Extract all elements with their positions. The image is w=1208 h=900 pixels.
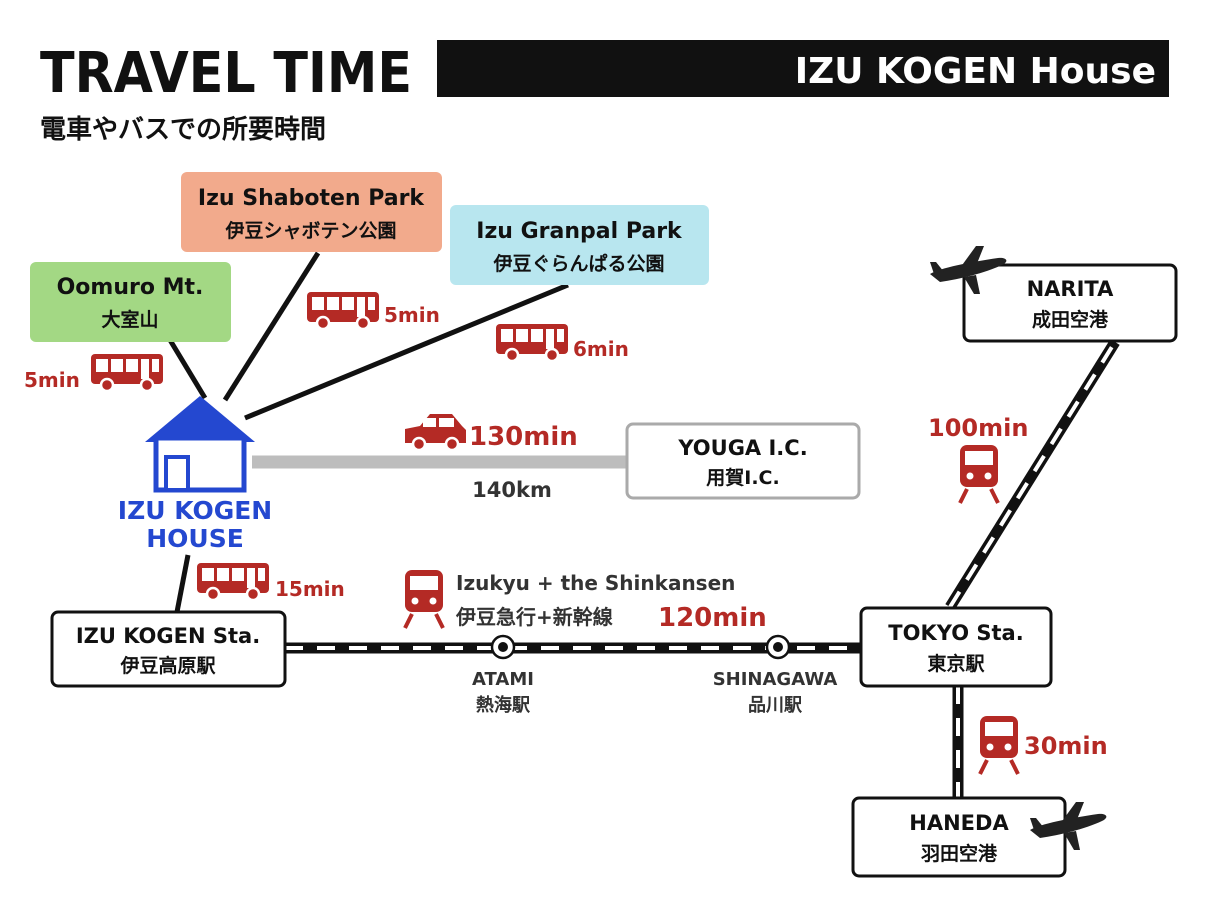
bus-icon: [195, 561, 271, 602]
header-banner: [437, 40, 1169, 97]
house-label-line1: IZU KOGEN: [118, 496, 272, 525]
train-icon: [403, 568, 445, 630]
tokyo-station-en: TOKYO Sta.: [888, 621, 1023, 645]
page-subtitle: 電車やバスでの所要時間: [40, 115, 326, 145]
oomuro-bus-time: 5min: [24, 368, 80, 392]
train-icon: [958, 443, 1000, 505]
izu-kogen-station-en: IZU KOGEN Sta.: [76, 624, 260, 648]
train-route-jp: 伊豆急行+新幹線: [455, 605, 613, 629]
stop-atami-jp: 熱海駅: [476, 694, 531, 716]
haneda-train-time: 30min: [1024, 732, 1108, 760]
granpal-box: [450, 205, 709, 285]
oomuro-box: [30, 262, 231, 342]
car-icon: [405, 414, 466, 452]
granpal-name-en: Izu Granpal Park: [476, 219, 683, 244]
oomuro-name-jp: 大室山: [101, 308, 158, 331]
tokyo-station-box: [859, 606, 1053, 688]
railway-narita: [945, 339, 1120, 610]
shaboten-box: [181, 172, 442, 252]
izu-kogen-station-jp: 伊豆高原駅: [119, 654, 216, 677]
road-distance: 140km: [472, 478, 552, 502]
narita-train-time: 100min: [928, 414, 1028, 442]
line-house-granpal: [244, 282, 569, 421]
stop-atami-marker: [490, 634, 516, 660]
bus-icon: [89, 352, 165, 393]
stop-shinagawa-en: SHINAGAWA: [713, 669, 838, 690]
haneda-name-jp: 羽田空港: [921, 842, 998, 865]
shaboten-name-en: Izu Shaboten Park: [198, 186, 426, 211]
narita-box: [962, 263, 1178, 343]
page-title: TRAVEL TIME: [40, 41, 412, 106]
car-time: 130min: [469, 422, 578, 452]
youga-box: [625, 422, 861, 500]
narita-name-en: NARITA: [1027, 277, 1115, 301]
line-house-shaboten: [222, 251, 321, 402]
stop-atami-en: ATAMI: [472, 669, 534, 690]
youga-name-jp: 用賀I.C.: [706, 467, 779, 489]
haneda-name-en: HANEDA: [909, 811, 1009, 835]
stop-shinagawa-marker: [765, 634, 791, 660]
train-route-time: 120min: [658, 603, 767, 633]
train-icon: [978, 714, 1020, 776]
line-house-station: [174, 554, 191, 613]
stop-shinagawa-jp: 品川駅: [748, 695, 803, 716]
header-banner-label: IZU KOGEN House: [795, 51, 1156, 92]
haneda-box: [851, 796, 1067, 878]
shaboten-name-jp: 伊豆シャボテン公園: [224, 219, 396, 242]
youga-name-en: YOUGA I.C.: [677, 436, 807, 460]
station-bus-time: 15min: [275, 577, 345, 601]
house-icon: [145, 396, 255, 493]
house-label-line2: HOUSE: [146, 524, 244, 553]
narita-name-jp: 成田空港: [1032, 308, 1109, 331]
line-house-oomuro: [167, 338, 208, 400]
granpal-bus-time: 6min: [573, 337, 629, 361]
train-route-en: Izukyu + the Shinkansen: [456, 571, 735, 595]
granpal-name-jp: 伊豆ぐらんぱる公園: [492, 252, 664, 275]
shaboten-bus-time: 5min: [384, 303, 440, 327]
izu-kogen-station-box: [50, 610, 287, 688]
tokyo-station-jp: 東京駅: [927, 652, 985, 675]
oomuro-name-en: Oomuro Mt.: [57, 275, 204, 300]
bus-icon: [494, 322, 570, 363]
bus-icon: [305, 290, 381, 331]
